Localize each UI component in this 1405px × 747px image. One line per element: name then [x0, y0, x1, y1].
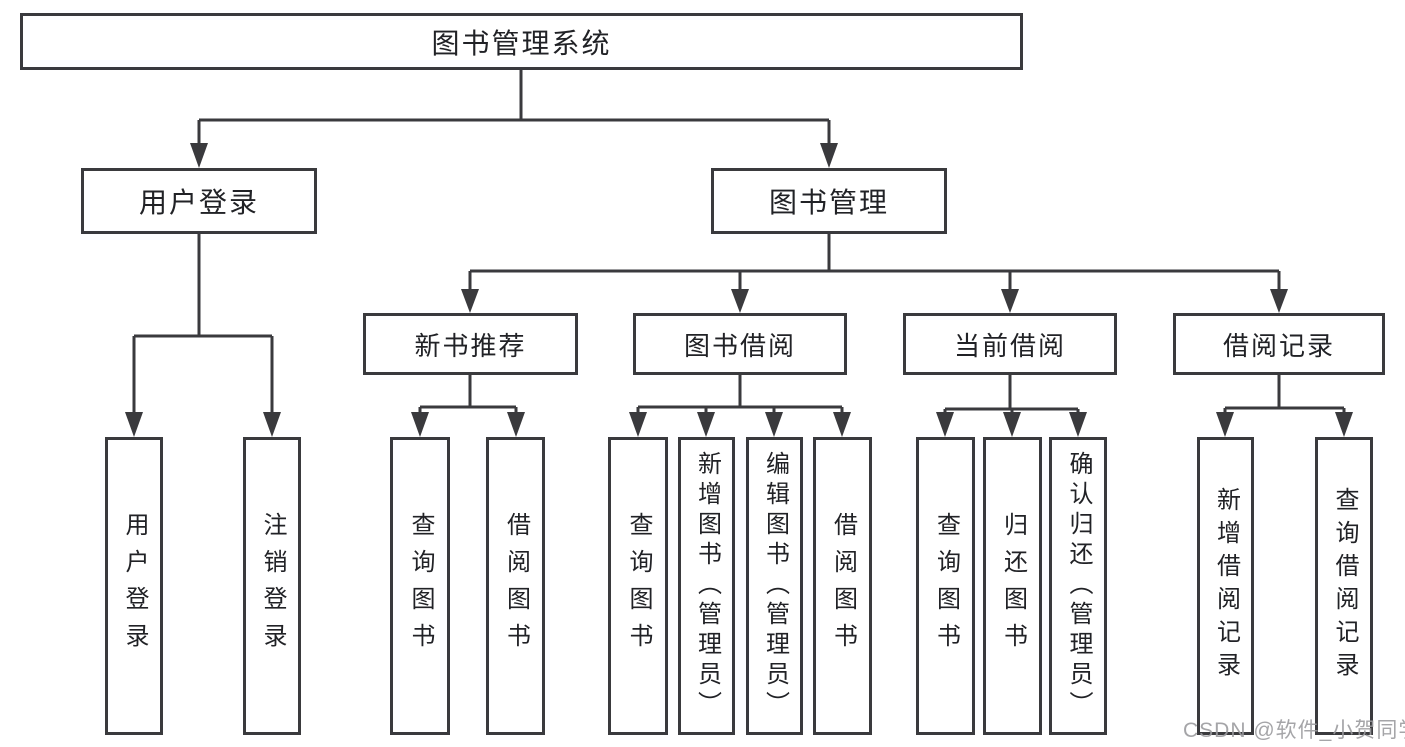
leaf-return-books: 归还图书: [983, 437, 1042, 735]
node-label: 新增图书（管理员）: [693, 451, 721, 721]
leaf-query-books-borrow: 查询图书: [608, 437, 668, 735]
leaf-edit-books-admin: 编辑图书（管理员）: [746, 437, 803, 735]
leaf-confirm-return-admin: 确认归还（管理员）: [1049, 437, 1107, 735]
node-new-book-recommend: 新书推荐: [363, 313, 578, 375]
node-label: 新增借阅记录: [1212, 487, 1240, 685]
leaf-query-books-current: 查询图书: [916, 437, 975, 735]
leaf-borrow-books-recommend: 借阅图书: [486, 437, 545, 735]
leaf-query-borrow-record: 查询借阅记录: [1315, 437, 1373, 735]
leaf-user-login: 用户登录: [105, 437, 163, 735]
node-label: 查询图书: [625, 512, 652, 660]
node-system-root: 图书管理系统: [20, 13, 1023, 70]
node-label: 查询借阅记录: [1331, 487, 1358, 685]
csdn-watermark: CSDN @软件_小贺同学: [1183, 719, 1405, 742]
node-label: 查询图书: [932, 512, 960, 660]
node-label: 新书推荐: [414, 330, 527, 361]
node-book-borrowing: 图书借阅: [633, 313, 847, 375]
node-label: 借阅图书: [829, 512, 857, 660]
node-label: 归还图书: [999, 512, 1027, 660]
node-label: 借阅记录: [1222, 330, 1335, 361]
leaf-add-borrow-record: 新增借阅记录: [1197, 437, 1254, 735]
node-label: 图书管理系统: [431, 27, 612, 59]
node-label: 确认归还（管理员）: [1065, 451, 1092, 721]
node-user-login-module: 用户登录: [81, 168, 317, 234]
node-label: 借阅图书: [502, 512, 530, 660]
leaf-logout: 注销登录: [243, 437, 301, 735]
node-borrow-records: 借阅记录: [1173, 313, 1385, 375]
node-label: 编辑图书（管理员）: [761, 451, 789, 721]
leaf-add-books-admin: 新增图书（管理员）: [678, 437, 735, 735]
node-current-borrowing: 当前借阅: [903, 313, 1117, 375]
node-label: 注销登录: [259, 512, 286, 660]
node-label: 当前借阅: [953, 330, 1066, 361]
node-label: 用户登录: [138, 187, 259, 218]
node-label: 查询图书: [407, 512, 434, 660]
node-book-management-module: 图书管理: [711, 168, 947, 234]
leaf-borrow-books: 借阅图书: [813, 437, 872, 735]
node-label: 用户登录: [121, 512, 148, 660]
node-label: 图书借阅: [683, 330, 796, 361]
leaf-query-books-recommend: 查询图书: [390, 437, 450, 735]
arrowhead-icons: [125, 143, 1353, 437]
node-label: 图书管理: [768, 187, 889, 218]
